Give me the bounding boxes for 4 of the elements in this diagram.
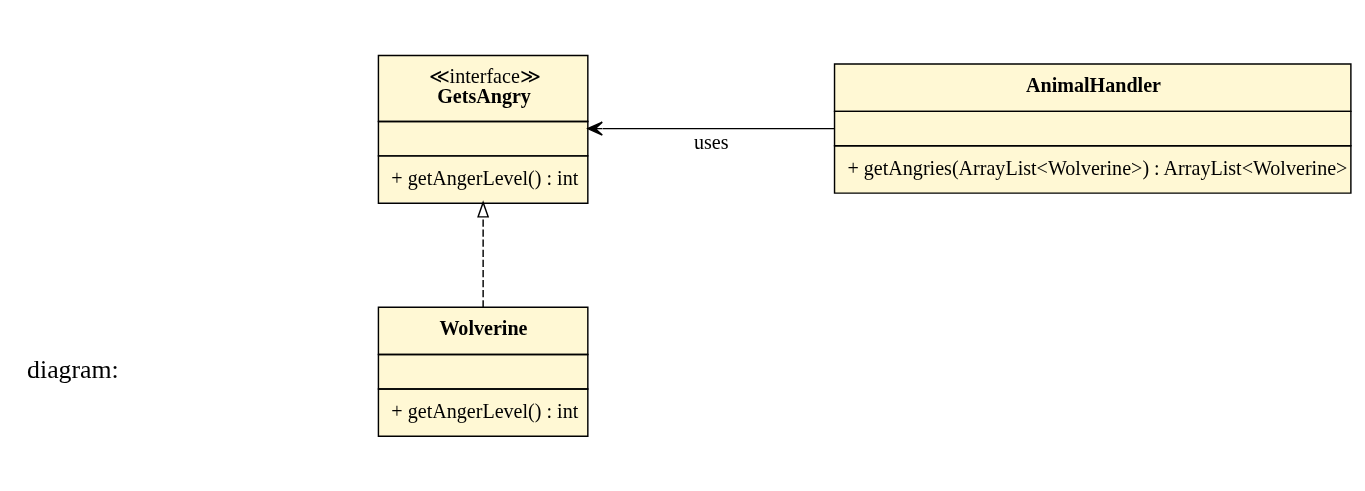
edge-label: uses [693, 130, 729, 153]
arrow [477, 200, 490, 308]
arrow [587, 121, 835, 136]
label: diagram: [27, 355, 119, 385]
